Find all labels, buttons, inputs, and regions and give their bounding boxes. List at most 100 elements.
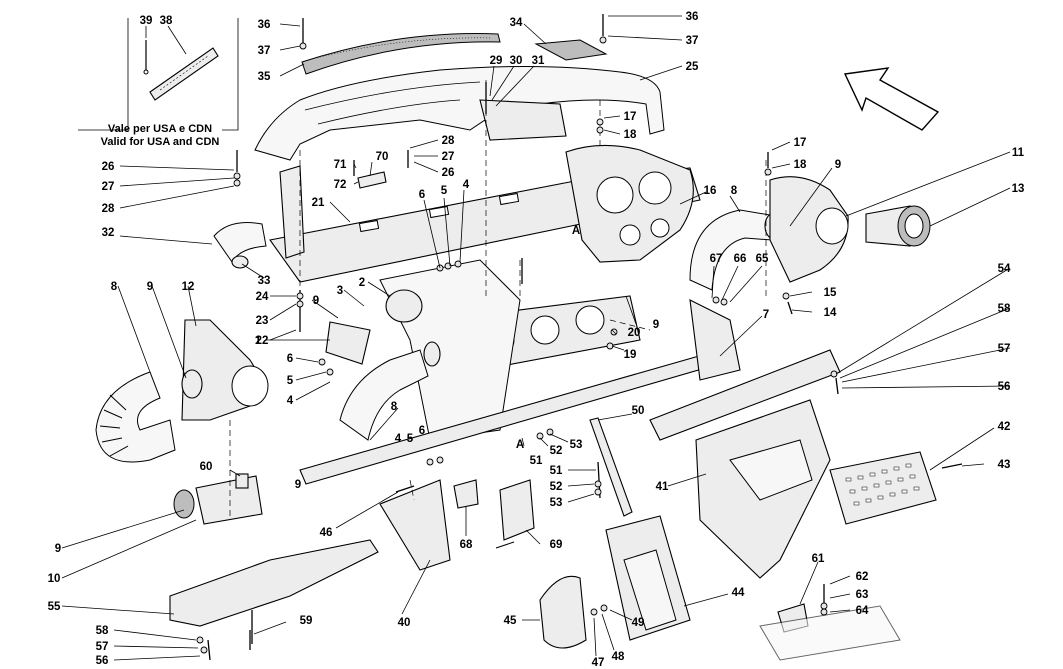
- part-40-lower-bracket: [379, 479, 451, 571]
- callout-61: 61: [812, 553, 825, 565]
- callout-17: 17: [794, 137, 807, 149]
- callout-53: 53: [570, 439, 583, 451]
- callout-68: 68: [460, 539, 473, 551]
- callout-32: 32: [102, 227, 115, 239]
- callout-55: 55: [48, 601, 61, 613]
- callout-4: 4: [463, 179, 470, 191]
- callout-65: 65: [756, 253, 769, 265]
- callout-8: 8: [731, 185, 738, 197]
- callout-44: 44: [732, 587, 745, 599]
- callout-15: 15: [824, 287, 837, 299]
- variant-bracket: [78, 18, 239, 131]
- callout-24: 24: [256, 291, 269, 303]
- callout-A: A: [572, 225, 580, 237]
- callout-9: 9: [835, 159, 841, 171]
- callout-56: 56: [998, 381, 1011, 393]
- callout-58: 58: [998, 303, 1011, 315]
- callout-9: 9: [147, 281, 153, 293]
- callout-8: 8: [111, 281, 118, 293]
- callout-51: 51: [550, 465, 563, 477]
- callout-4: 4: [395, 433, 402, 445]
- callout-67: 67: [710, 253, 723, 265]
- note-line-1: Vale per USA e CDN: [108, 123, 212, 135]
- callout-56: 56: [96, 655, 109, 667]
- callout-66: 66: [734, 253, 747, 265]
- callout-57: 57: [96, 641, 109, 653]
- callout-47: 47: [592, 657, 605, 669]
- part-12-left-vent-housing: [181, 319, 269, 421]
- callout-48: 48: [612, 651, 625, 663]
- callout-9: 9: [653, 319, 659, 331]
- callout-19: 19: [624, 349, 637, 361]
- callout-5: 5: [407, 433, 414, 445]
- callout-37: 37: [686, 35, 699, 47]
- callout-39: 39: [140, 15, 153, 27]
- callout-36: 36: [258, 19, 271, 31]
- part-25-dashboard-top: [254, 65, 665, 161]
- part-center-vent-duct: [479, 99, 567, 141]
- callout-42: 42: [998, 421, 1011, 433]
- callout-27: 27: [102, 181, 115, 193]
- part-10-duct-elbow: [173, 475, 263, 525]
- part-8-center-hose: [339, 349, 429, 441]
- callout-9: 9: [55, 543, 61, 555]
- callout-5: 5: [287, 375, 294, 387]
- callout-43: 43: [998, 459, 1011, 471]
- callout-31: 31: [532, 55, 545, 67]
- part-55-lower-trim: [169, 539, 379, 627]
- callout-45: 45: [504, 615, 517, 627]
- callout-63: 63: [856, 589, 869, 601]
- part-60-plug: [235, 473, 249, 489]
- part-42-grille-panel: [829, 451, 937, 525]
- part-8-left-hose: [95, 371, 176, 463]
- callout-36: 36: [686, 11, 699, 23]
- callout-11: 11: [1012, 147, 1025, 159]
- callout-54: 54: [998, 263, 1011, 275]
- part-46-screw: [395, 485, 415, 493]
- callout-72: 72: [334, 179, 347, 191]
- callout-6: 6: [287, 353, 293, 365]
- callout-49: 49: [632, 617, 645, 629]
- part-61-bracket: [759, 603, 901, 661]
- callout-9: 9: [295, 479, 301, 491]
- part-9-clamp-left: [181, 369, 203, 399]
- callout-3: 3: [337, 285, 343, 297]
- callout-9: 9: [313, 295, 319, 307]
- callout-26: 26: [102, 161, 115, 173]
- leader-lines: [61, 15, 1011, 661]
- callout-34: 34: [510, 17, 523, 29]
- callout-21: 21: [312, 197, 325, 209]
- part-9-clamp-center: [423, 341, 441, 367]
- callout-30: 30: [510, 55, 523, 67]
- callout-41: 41: [656, 481, 669, 493]
- part-13-round-vent: [865, 205, 931, 247]
- callout-5: 5: [441, 185, 448, 197]
- callout-57: 57: [998, 343, 1011, 355]
- callout-52: 52: [550, 481, 563, 493]
- part-35-defrost-grille: [301, 33, 501, 75]
- callout-70: 70: [376, 151, 389, 163]
- callout-1: 1: [255, 335, 262, 347]
- callout-50: 50: [632, 405, 645, 417]
- callout-25: 25: [686, 61, 699, 73]
- callout-27: 27: [442, 151, 455, 163]
- callout-29: 29: [490, 55, 503, 67]
- callout-60: 60: [200, 461, 213, 473]
- part-38-badge: [149, 47, 219, 101]
- callout-28: 28: [102, 203, 115, 215]
- callout-16: 16: [704, 185, 717, 197]
- callout-2: 2: [359, 277, 365, 289]
- usa-cdn-note: Vale per USA e CDN Valid for USA and CDN: [101, 123, 220, 148]
- part-16-instrument-housing: [565, 144, 694, 263]
- part-2-cover: [385, 289, 423, 323]
- callout-28: 28: [442, 135, 455, 147]
- callout-6: 6: [419, 189, 425, 201]
- callout-51: 51: [530, 455, 543, 467]
- callout-64: 64: [856, 605, 869, 617]
- callout-62: 62: [856, 571, 869, 583]
- callout-17: 17: [624, 111, 637, 123]
- callout-A: A: [516, 439, 524, 451]
- part-45-lid: [539, 575, 587, 649]
